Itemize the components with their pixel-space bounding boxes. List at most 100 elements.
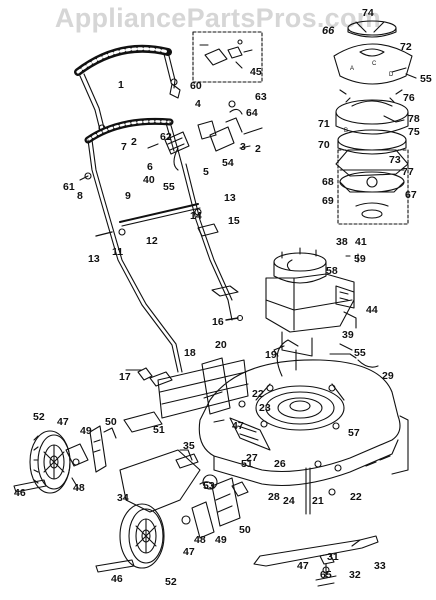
rear-wheel-left — [13, 425, 117, 494]
part-label-2a: 2 — [131, 136, 137, 148]
part-label-32: 32 — [349, 569, 361, 581]
part-label-51b: 51 — [241, 458, 253, 470]
part-label-13a: 13 — [88, 253, 100, 265]
part-label-29: 29 — [382, 370, 394, 382]
part-label-61: 61 — [63, 181, 75, 193]
part-label-9: 9 — [125, 190, 131, 202]
part-label-77: 77 — [402, 166, 414, 178]
part-label-8: 8 — [77, 190, 83, 202]
part-label-40: 40 — [143, 174, 155, 186]
part-label-34: 34 — [117, 492, 129, 504]
part-label-63: 63 — [255, 91, 267, 103]
part-label-38: 38 — [336, 236, 348, 248]
part-label-55b: 55 — [420, 73, 432, 85]
part-label-74: 74 — [362, 7, 374, 19]
part-label-16: 16 — [212, 316, 224, 328]
part-label-52b: 52 — [165, 576, 177, 588]
part-label-47b: 47 — [232, 420, 244, 432]
part-label-49b: 49 — [215, 534, 227, 546]
part-label-46b: 46 — [111, 573, 123, 585]
part-label-65: 65 — [320, 569, 332, 581]
mower-blade — [253, 535, 379, 587]
part-label-41: 41 — [355, 236, 367, 248]
part-label-47d: 47 — [297, 560, 309, 572]
part-label-48a: 48 — [73, 482, 85, 494]
part-label-45: 45 — [250, 66, 262, 78]
lower-handle — [99, 163, 239, 373]
part-label-70: 70 — [318, 139, 330, 151]
part-label-49a: 49 — [80, 425, 92, 437]
part-label-58: 58 — [326, 265, 338, 277]
housing-stack — [333, 20, 417, 225]
part-label-55c: 55 — [354, 347, 366, 359]
front-wheel-lower — [95, 474, 249, 573]
part-label-48b: 48 — [194, 534, 206, 546]
sub-letter-d: D — [389, 72, 394, 78]
part-label-76: 76 — [403, 92, 415, 104]
engine — [265, 247, 357, 371]
part-label-50b: 50 — [239, 524, 251, 536]
part-label-6: 6 — [147, 161, 153, 173]
upper-handle — [74, 44, 181, 132]
part-label-73: 73 — [389, 154, 401, 166]
middle-handle — [84, 117, 183, 199]
part-label-47a: 47 — [57, 416, 69, 428]
part-label-28: 28 — [268, 491, 280, 503]
part-label-21: 21 — [312, 495, 324, 507]
sub-letter-labels: A C D B — [344, 61, 394, 134]
part-label-57: 57 — [348, 427, 360, 439]
part-number-labels: 1 2 2 3 4 5 6 7 8 9 11 12 13 13 14 15 16… — [14, 7, 432, 588]
part-label-11: 11 — [112, 246, 123, 258]
part-label-15: 15 — [228, 215, 240, 227]
part-label-31: 31 — [327, 551, 339, 563]
part-label-18: 18 — [184, 347, 196, 359]
part-label-14: 14 — [190, 210, 202, 222]
part-label-12: 12 — [146, 235, 158, 247]
part-label-17: 17 — [119, 371, 131, 383]
part-label-75: 75 — [408, 126, 420, 138]
cable-clip-inset — [192, 31, 263, 83]
part-label-78: 78 — [408, 113, 420, 125]
part-label-39: 39 — [342, 329, 354, 341]
part-label-46a: 46 — [14, 487, 26, 499]
part-label-51a: 51 — [153, 424, 165, 436]
part-label-59: 59 — [354, 253, 366, 265]
part-label-4: 4 — [195, 98, 201, 110]
part-label-35: 35 — [183, 440, 195, 452]
part-label-52a: 52 — [33, 411, 45, 423]
part-label-72: 72 — [400, 41, 412, 53]
rear-baffle — [123, 357, 249, 433]
part-label-1: 1 — [118, 79, 124, 91]
part-label-22a: 22 — [252, 388, 264, 400]
part-label-68: 68 — [322, 176, 334, 188]
part-label-33: 33 — [374, 560, 386, 572]
part-label-50a: 50 — [105, 416, 117, 428]
mower-deck — [198, 339, 409, 515]
part-label-60: 60 — [190, 80, 202, 92]
part-label-66: 66 — [322, 25, 335, 37]
part-label-2b: 2 — [255, 143, 261, 155]
part-label-53: 53 — [203, 480, 215, 492]
part-label-24: 24 — [283, 495, 295, 507]
part-label-7: 7 — [121, 141, 127, 153]
part-label-3: 3 — [240, 141, 246, 153]
watermark: AppliancePartsPros.com — [54, 3, 382, 33]
part-label-47c: 47 — [183, 546, 195, 558]
mulch-plug — [119, 449, 201, 513]
sub-letter-b: B — [344, 128, 348, 134]
part-label-44: 44 — [366, 304, 378, 316]
control-bracket — [147, 100, 263, 171]
part-label-22b: 22 — [350, 491, 362, 503]
part-label-69: 69 — [322, 195, 334, 207]
sub-letter-a: A — [350, 66, 354, 72]
part-label-67: 67 — [405, 189, 417, 201]
part-label-27: 27 — [246, 452, 258, 464]
part-label-26: 26 — [274, 458, 286, 470]
part-label-54: 54 — [222, 157, 234, 169]
part-label-64: 64 — [246, 107, 258, 119]
part-label-62: 62 — [160, 131, 172, 143]
hardware — [79, 172, 359, 496]
part-label-71: 71 — [318, 118, 330, 130]
